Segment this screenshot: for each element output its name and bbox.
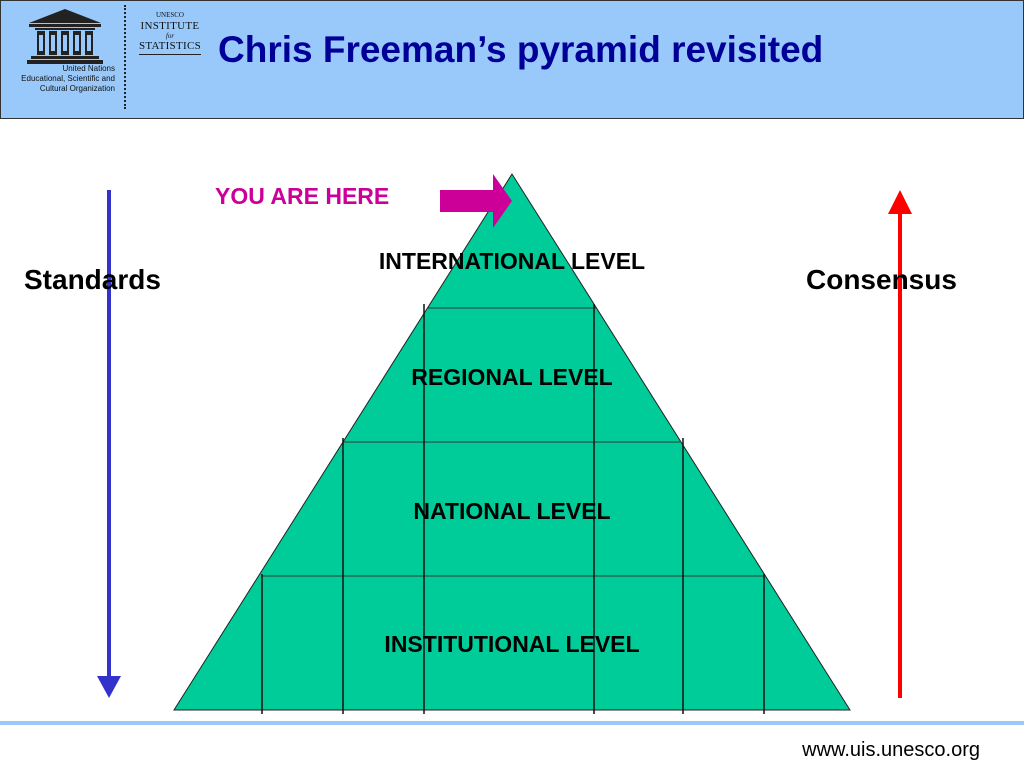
header-bar: United Nations Educational, Scientific a… xyxy=(0,0,1024,119)
footer-url: www.uis.unesco.org xyxy=(802,739,980,761)
footer-divider xyxy=(0,721,1024,725)
level-institutional: INSTITUTIONAL LEVEL xyxy=(384,631,640,657)
uis-logo-line-4: STATISTICS xyxy=(138,40,202,52)
org-line-2: Educational, Scientific and xyxy=(21,74,115,83)
uis-logo-line-3: for xyxy=(165,32,175,40)
standards-arrow xyxy=(97,190,121,698)
unesco-temple-icon xyxy=(27,9,103,64)
pyramid-diagram xyxy=(97,173,912,714)
uis-logo-rule xyxy=(139,54,201,55)
org-line-3: Cultural Organization xyxy=(39,84,115,93)
uis-logo-line-1: UNESCO xyxy=(155,11,184,19)
you-are-here-label: YOU ARE HERE xyxy=(215,183,390,209)
uis-logo-line-2: INSTITUTE xyxy=(140,20,200,32)
slide-title: Chris Freeman’s pyramid revisited xyxy=(218,29,824,70)
unesco-organization-name: United Nations Educational, Scientific a… xyxy=(15,64,115,94)
level-international: INTERNATIONAL LEVEL xyxy=(378,248,646,274)
uis-logo: UNESCO INSTITUTE for STATISTICS xyxy=(135,11,205,55)
tier-dividers xyxy=(262,307,764,577)
unesco-logo xyxy=(15,7,115,103)
you-are-here-arrow xyxy=(440,174,512,228)
column-dividers xyxy=(261,304,765,714)
consensus-label: Consensus xyxy=(806,264,957,295)
consensus-arrow xyxy=(888,190,912,698)
level-national: NATIONAL LEVEL xyxy=(413,498,611,524)
org-line-1: United Nations xyxy=(62,64,115,73)
dotted-divider xyxy=(124,5,128,109)
standards-label: Standards xyxy=(24,264,161,295)
level-regional: REGIONAL LEVEL xyxy=(411,364,613,390)
